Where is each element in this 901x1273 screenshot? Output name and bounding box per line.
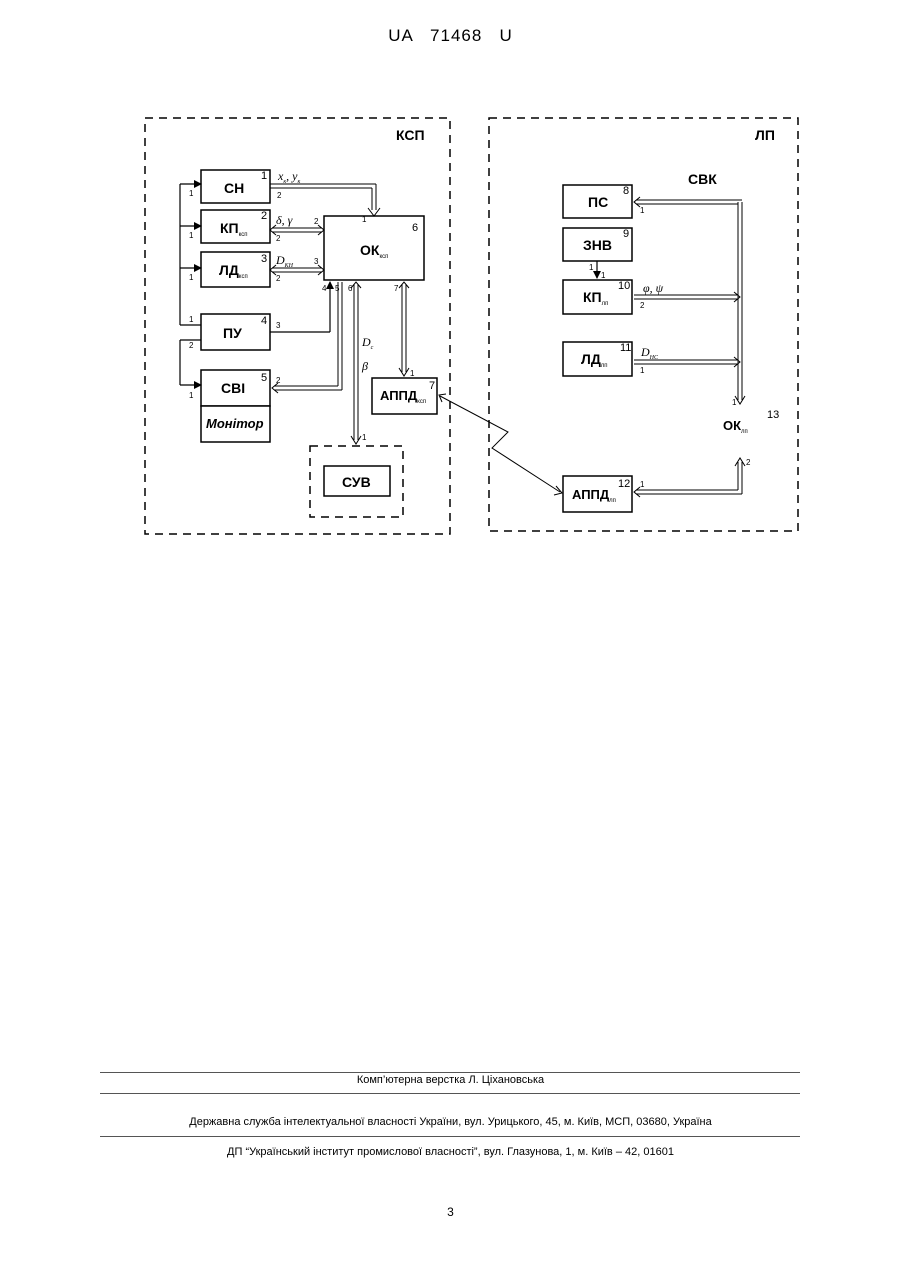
- footer-rule-3: [100, 1136, 800, 1137]
- kp-ksp-number: 2: [261, 210, 267, 222]
- port-1-ps: 1: [640, 206, 645, 215]
- ok-appd-ksp-link: [399, 282, 409, 376]
- sn-ok-link: [270, 184, 380, 216]
- sn-label: СН: [224, 180, 244, 196]
- znv-label: ЗНВ: [583, 237, 612, 253]
- port-6-ok: 6: [348, 284, 353, 293]
- port-2-sn: 2: [277, 191, 282, 200]
- port-2-kp-out: 2: [276, 234, 281, 243]
- pu-number: 4: [261, 315, 267, 327]
- signal-delta-gamma: δ, γ: [276, 213, 293, 227]
- appd-lp-number: 12: [618, 478, 630, 490]
- signal-dns: DНС: [640, 345, 659, 361]
- svi-number: 5: [261, 372, 267, 384]
- sn-number: 1: [261, 170, 267, 182]
- pu-label: ПУ: [223, 325, 242, 341]
- signal-dkn: DКН: [275, 253, 294, 269]
- signal-xy: xк, yк: [277, 169, 300, 185]
- kp-lp-number: 10: [618, 280, 630, 292]
- port-1-kp-lp: 1: [601, 271, 606, 280]
- port-2-svi: 2: [276, 376, 281, 385]
- port-1-appd-lp: 1: [640, 480, 645, 489]
- port-5-ok: 5: [335, 284, 340, 293]
- ok-svi-link: [272, 282, 342, 393]
- port-3-ok-ld: 3: [314, 257, 319, 266]
- ok-lp-number: 13: [767, 409, 779, 421]
- port-2-ok-lp: 2: [746, 458, 751, 467]
- ps-number: 8: [623, 185, 629, 197]
- page-number: 3: [0, 1205, 901, 1219]
- port-1-sn: 1: [189, 189, 194, 198]
- ksp-frame-label: КСП: [396, 127, 425, 143]
- port-1-svi: 1: [189, 391, 194, 400]
- footer-rule-1: [100, 1072, 800, 1073]
- port-1-suv: 1: [362, 433, 367, 442]
- footer-institute: ДП “Український інститут промислової вла…: [0, 1146, 901, 1158]
- port-1-ok-lp: 1: [732, 398, 737, 407]
- signal-dc: Dс: [361, 335, 374, 351]
- port-1-ld-lp: 1: [640, 366, 645, 375]
- port-2-pu: 2: [189, 341, 194, 350]
- lp-frame: [489, 118, 798, 531]
- signal-beta: β: [361, 359, 368, 373]
- port-4-ok: 4: [322, 284, 327, 293]
- ps-label: ПС: [588, 194, 608, 210]
- port-1-znv: 1: [589, 263, 594, 272]
- footer-rule-2: [100, 1093, 800, 1094]
- znv-number: 9: [623, 228, 629, 240]
- port-1-appd-ksp: 1: [410, 369, 415, 378]
- ok-lp-label: ОКлп: [723, 418, 748, 435]
- footer-composer: Комп’ютерна верстка Л. Ціхановська: [0, 1074, 901, 1086]
- port-1-kp: 1: [189, 231, 194, 240]
- port-7-ok: 7: [394, 284, 399, 293]
- port-2-ok-kp: 2: [314, 217, 319, 226]
- port-1-pu: 1: [189, 315, 194, 324]
- monitor-label: Монітор: [206, 416, 264, 431]
- svi-label: СВІ: [221, 380, 245, 396]
- pu-control-bus: [180, 184, 201, 385]
- svk-label: СВК: [688, 171, 717, 187]
- suv-label: СУВ: [342, 474, 371, 490]
- lp-frame-label: ЛП: [755, 127, 775, 143]
- appd-ksp-number: 7: [429, 380, 435, 392]
- footer-office: Державна служба інтелектуальної власност…: [0, 1116, 901, 1128]
- port-1-ld: 1: [189, 273, 194, 282]
- port-2-kp-lp: 2: [640, 301, 645, 310]
- ld-lp-number: 11: [620, 342, 631, 354]
- port-1-ok-top: 1: [362, 215, 367, 224]
- ld-ksp-number: 3: [261, 253, 267, 265]
- radio-link: [439, 394, 562, 495]
- signal-phi-psi: φ, ψ: [643, 281, 664, 295]
- port-3-pu: 3: [276, 321, 281, 330]
- ok-suv-link: [351, 282, 361, 444]
- port-2-ld-out: 2: [276, 274, 281, 283]
- ok-ksp-number: 6: [412, 222, 418, 234]
